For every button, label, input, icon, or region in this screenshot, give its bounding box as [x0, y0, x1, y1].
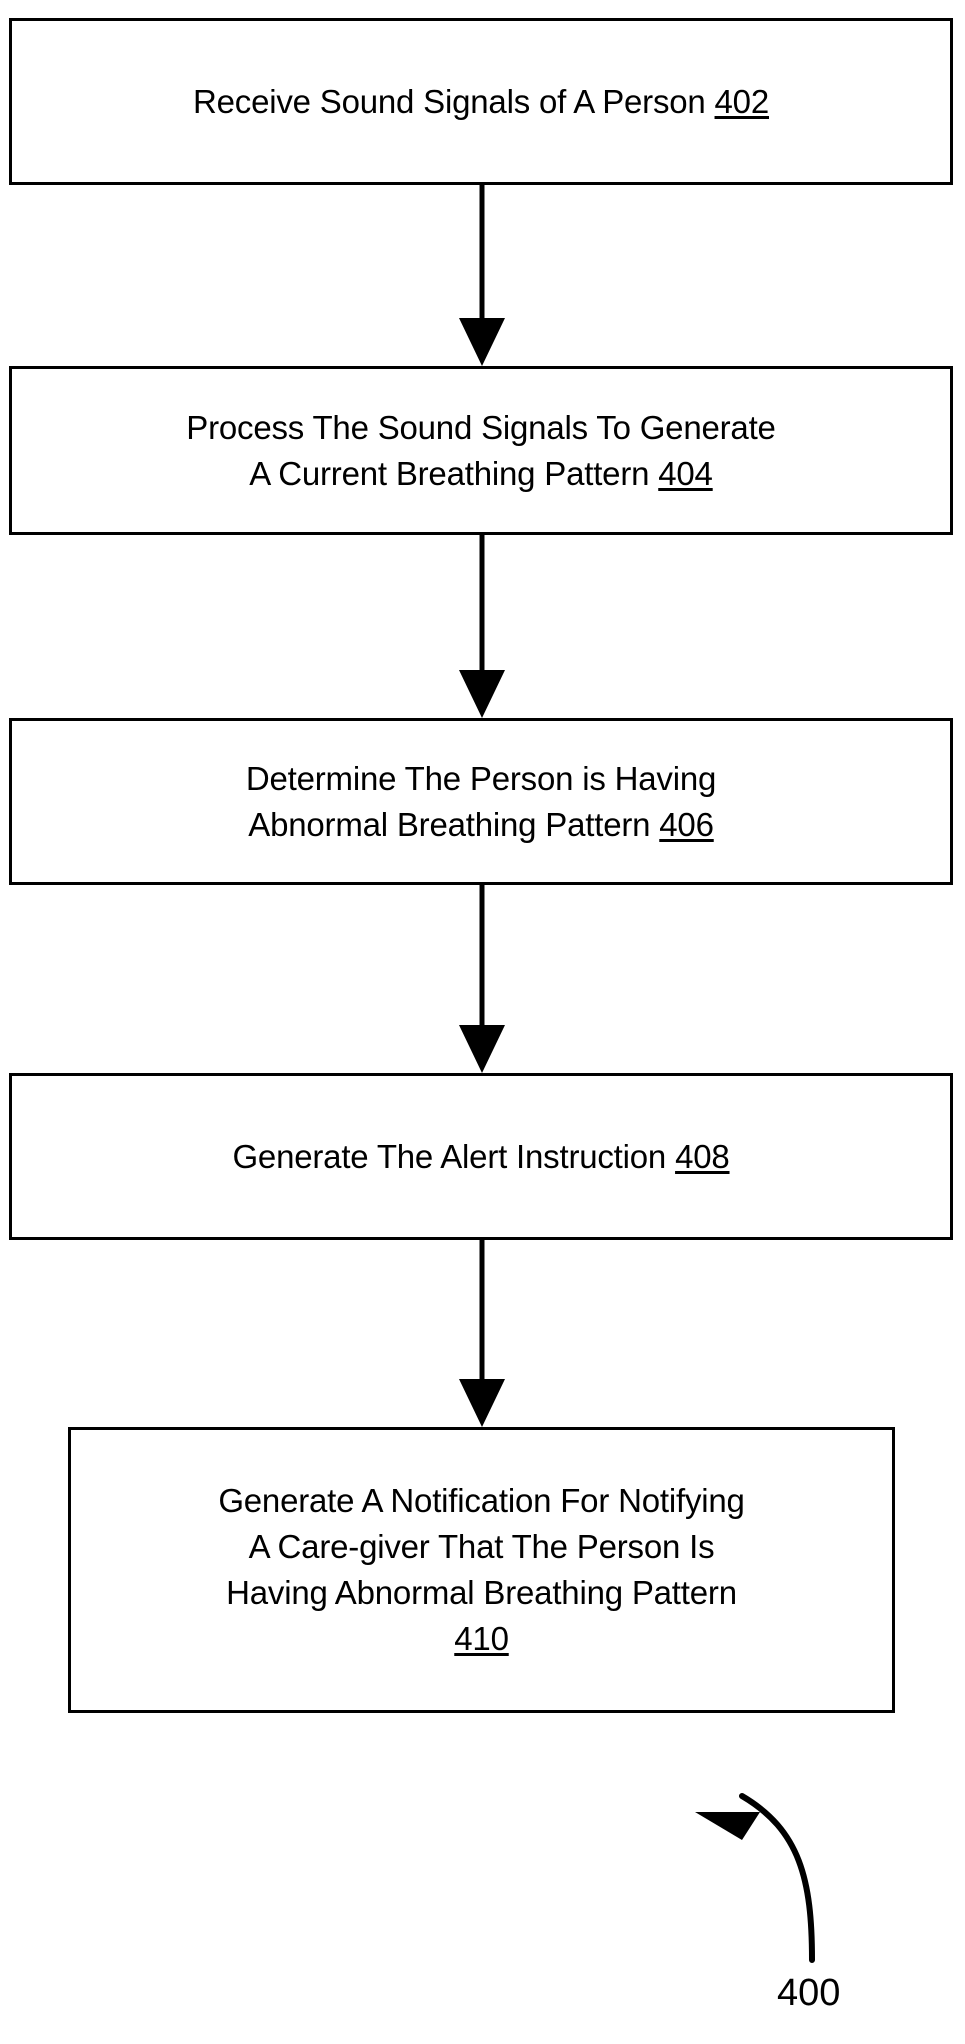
arrow-402-to-404: [459, 185, 505, 366]
figure-reference-numeral: 400: [777, 1972, 841, 2014]
arrow-404-to-406: [459, 535, 505, 718]
process-box-410-label: Generate A Notification For Notifying A …: [218, 1482, 745, 1657]
process-box-406-label: Determine The Person is Having Abnormal …: [245, 759, 717, 843]
process-box-410: Generate A Notification For Notifying A …: [68, 1427, 895, 1713]
process-box-402-label: Receive Sound Signals of A Person 402: [192, 82, 770, 120]
arrow-406-to-408: [459, 885, 505, 1073]
process-box-408-label: Generate The Alert Instruction 408: [232, 1137, 730, 1175]
process-box-406: Determine The Person is Having Abnormal …: [9, 718, 953, 885]
reference-numeral-404: 404: [658, 454, 713, 492]
arrow-408-to-410: [459, 1240, 505, 1427]
reference-numeral-406: 406: [659, 805, 714, 843]
reference-numeral-410: 410: [454, 1620, 509, 1657]
process-box-408: Generate The Alert Instruction 408: [9, 1073, 953, 1240]
process-box-404: Process The Sound Signals To Generate A …: [9, 366, 953, 535]
figure-leader-arrow: [695, 1793, 815, 1963]
process-box-404-label: Process The Sound Signals To Generate A …: [186, 408, 776, 492]
reference-numeral-402: 402: [714, 82, 770, 120]
reference-numeral-408: 408: [675, 1137, 730, 1175]
process-box-402: Receive Sound Signals of A Person 402: [9, 18, 953, 185]
